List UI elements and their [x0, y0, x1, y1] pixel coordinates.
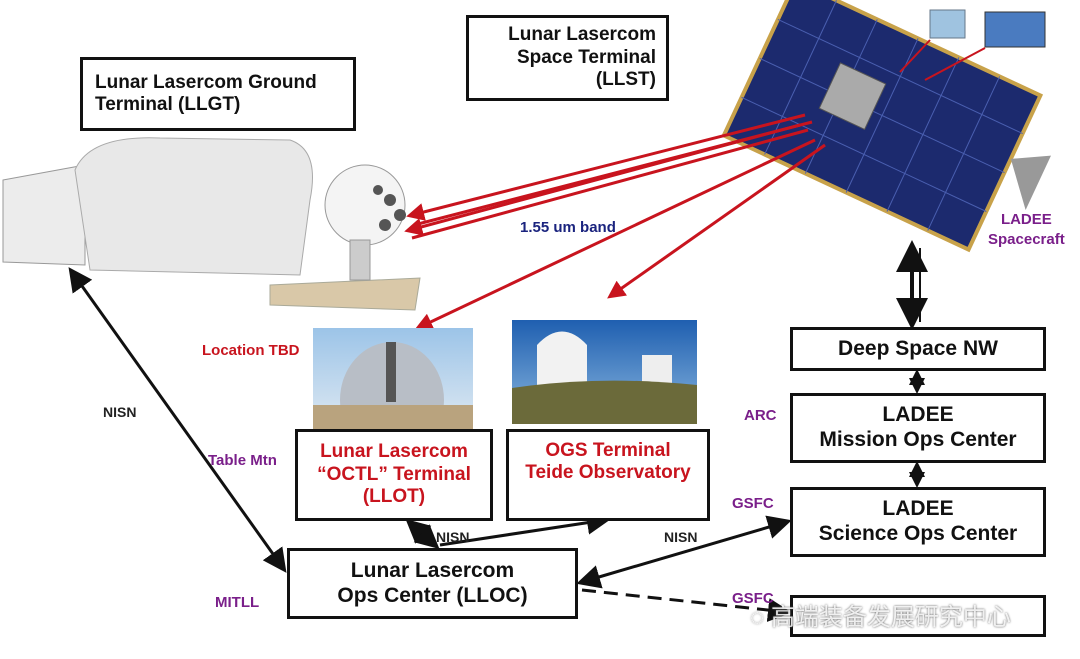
llot-line2: “OCTL” Terminal — [317, 463, 471, 485]
llst-line1: Lunar Lasercom — [508, 24, 656, 46]
location-tbd-label: Location TBD — [202, 342, 300, 359]
nisn-label: NISN — [436, 529, 470, 545]
llst-line2: Space Terminal — [516, 46, 656, 68]
gsfc-box — [790, 595, 1046, 637]
lloc-line2: Ops Center (LLOC) — [337, 583, 528, 607]
dsn-box: Deep Space NW — [790, 327, 1046, 371]
llst-line3: (LLST) — [595, 69, 656, 91]
nisn-link-lloc-soc — [576, 515, 792, 589]
arc-label: ARC — [744, 407, 777, 424]
nisn-link-llgt-lloc — [68, 267, 287, 573]
llot-line1: Lunar Lasercom — [320, 441, 468, 463]
nisn-label: NISN — [664, 529, 698, 545]
nisn-link-llot-lloc — [405, 519, 440, 549]
soc-line1: LADEE — [882, 497, 954, 521]
llgt-line2: Terminal (LLGT) — [95, 94, 241, 115]
spacecraft-line1: LADEE — [1000, 211, 1052, 228]
gsfc-label-2: GSFC — [732, 590, 774, 607]
llgt-line1: Lunar Lasercom Ground — [95, 71, 317, 93]
teide-photo — [512, 320, 697, 424]
dsn-label: Deep Space NW — [838, 336, 998, 360]
mitll-label: MITLL — [215, 594, 260, 611]
spacecraft-label: LADEE Spacecraft — [988, 210, 1065, 249]
nisn-label: NISN — [103, 404, 137, 420]
watermark-text: 高端装备发展研究中心 — [770, 604, 1011, 631]
spacecraft-line2: Spacecraft — [988, 230, 1065, 248]
ogs-line1: OGS Terminal — [545, 440, 671, 461]
watermark: ◌ 高端装备发展研究中心 — [750, 597, 1011, 632]
dashed-link-lloc-gsfc — [581, 588, 792, 623]
ogs-line2: Teide Observatory — [525, 462, 691, 484]
llot-box: Lunar Lasercom“OCTL” Terminal(LLOT) — [295, 429, 493, 521]
component-icon — [984, 11, 1046, 48]
soc-line2: Science Ops Center — [818, 522, 1018, 545]
component-icon — [929, 9, 966, 39]
moc-line1: LADEE — [882, 403, 954, 427]
band-label: 1.55 um band — [520, 219, 616, 236]
ladee-spacecraft-illustration — [721, 0, 1051, 253]
moc-line2: Mission Ops Center — [819, 428, 1017, 451]
table-mtn-label: Table Mtn — [208, 452, 277, 469]
lloc-line1: Lunar Lasercom — [350, 558, 515, 582]
ground-terminal-illustration — [2, 137, 421, 311]
gsfc-label: GSFC — [732, 495, 774, 512]
llot-line3: (LLOT) — [362, 486, 426, 508]
wechat-icon: ◌ — [750, 604, 771, 631]
laser-links — [404, 113, 826, 330]
